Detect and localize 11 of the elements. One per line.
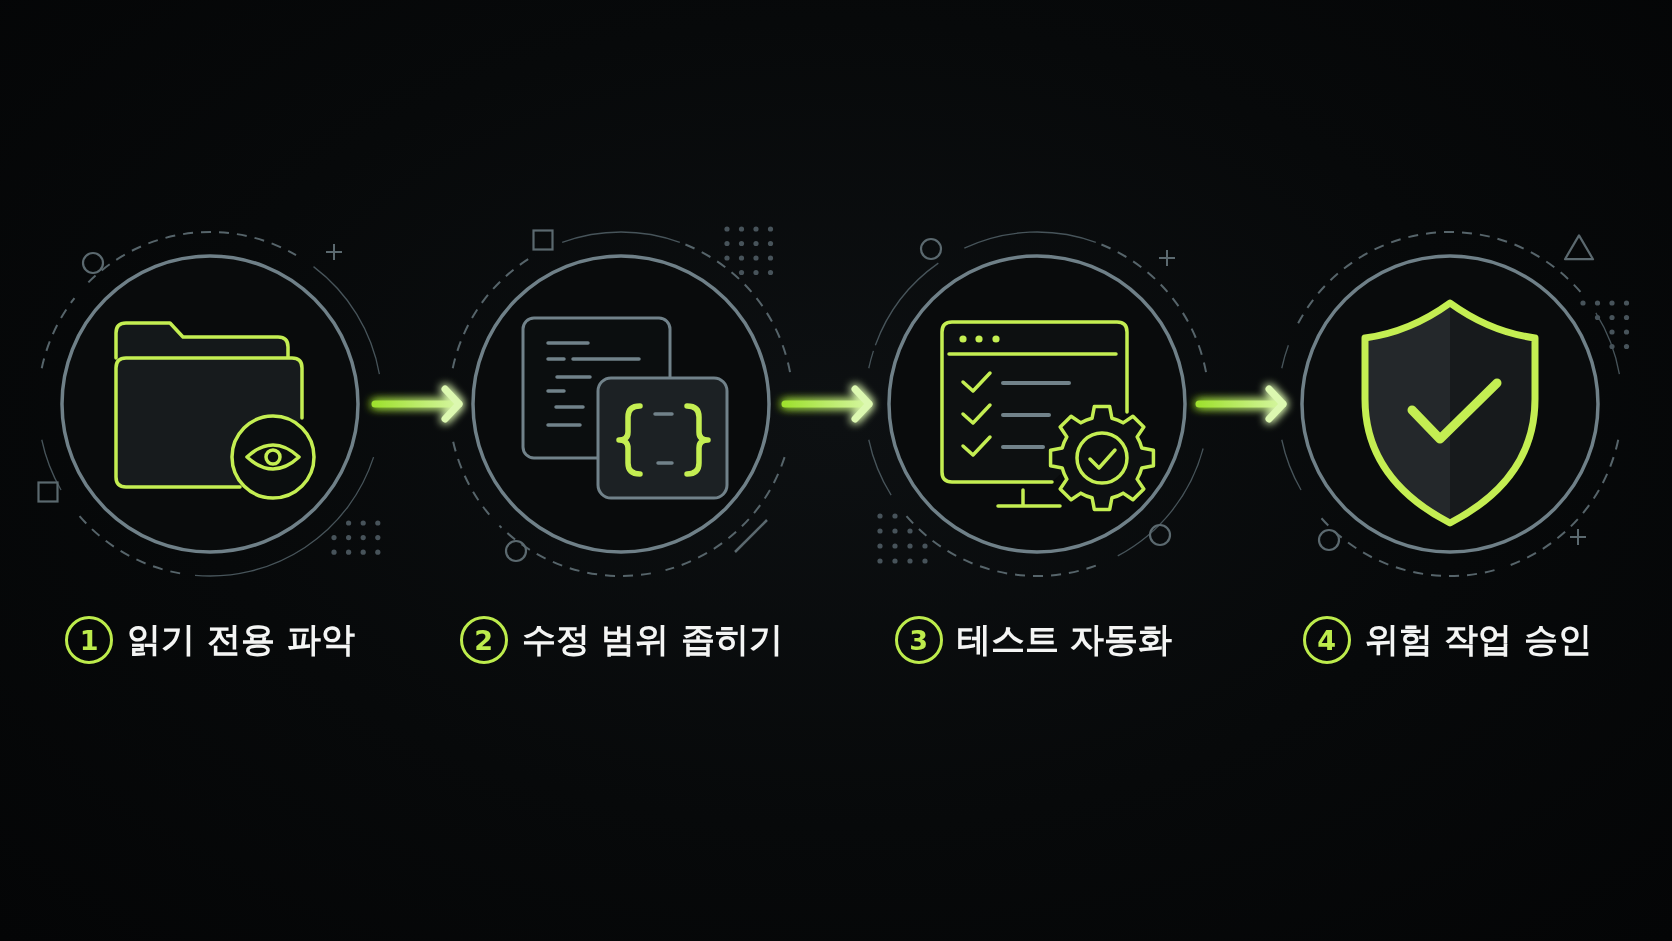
step-number: 4 (1302, 616, 1351, 664)
step-number: 3 (894, 616, 943, 664)
step-title: 테스트 자동화 (956, 620, 1173, 660)
step-number: 1 (65, 616, 114, 664)
step-title: 위험 작업 승인 (1364, 620, 1593, 660)
arrow (1195, 385, 1287, 423)
arrow (781, 385, 873, 423)
step-title: 수정 범위 좁히기 (521, 620, 784, 660)
step-number: 2 (459, 616, 508, 664)
arrow (371, 385, 463, 423)
step-title: 읽기 전용 파악 (127, 620, 355, 660)
